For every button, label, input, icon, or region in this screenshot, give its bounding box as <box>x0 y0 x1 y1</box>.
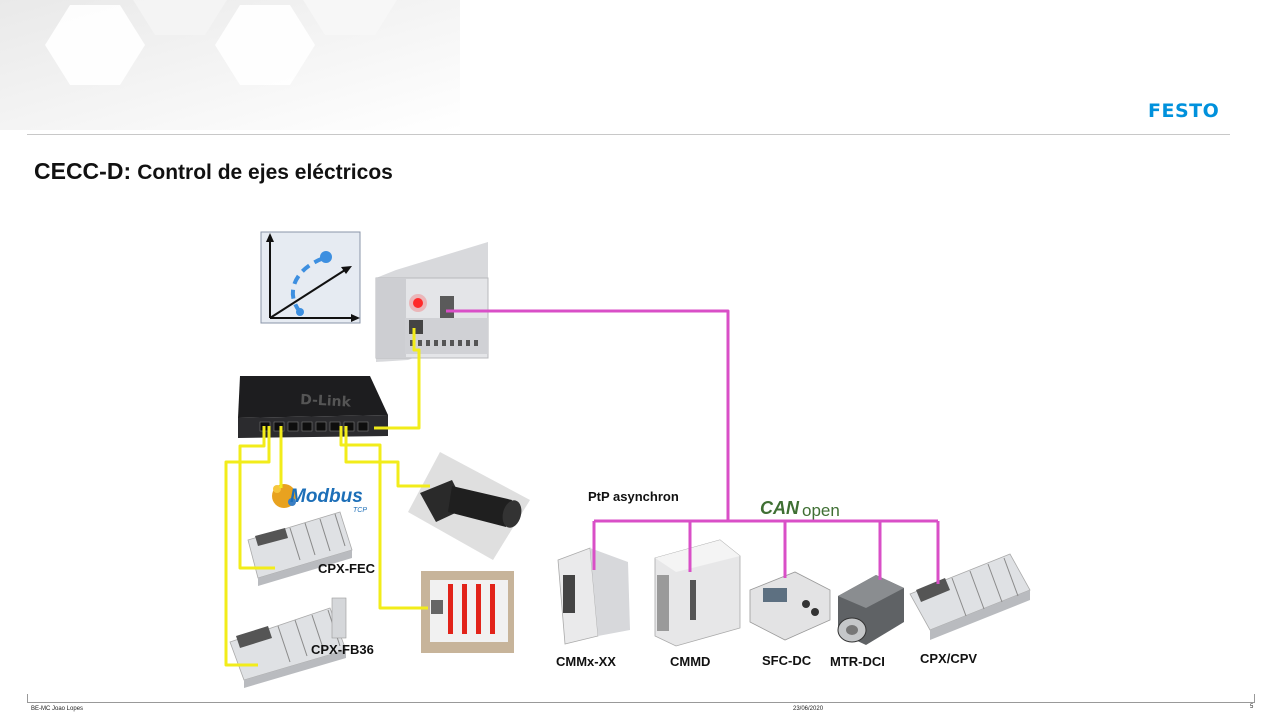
canbus-cables <box>446 309 940 584</box>
switch-brand: D-Link <box>300 392 352 411</box>
mtr-dci-motor <box>837 575 904 645</box>
footer-tick-right <box>1254 694 1255 703</box>
ethernet-line-fec <box>238 426 275 570</box>
hexagon-background <box>0 0 460 130</box>
camera <box>408 452 530 560</box>
title-text: Control de ejes eléctricos <box>137 161 393 184</box>
label-mtr-dci: MTR-DCI <box>830 654 885 669</box>
cpx-fec-terminal <box>247 511 353 586</box>
io-module <box>421 571 514 653</box>
motion-graph-icon <box>260 231 361 324</box>
ptp-label: PtP asynchron <box>588 489 679 504</box>
canopen-open-text: open <box>802 501 840 520</box>
cecc-d-controller <box>375 242 489 362</box>
footer-page-number: 5 <box>1250 704 1254 710</box>
cpx-fb36-terminal <box>229 597 347 688</box>
ethernet-line-camera <box>344 426 430 488</box>
label-sfc-dc: SFC-DC <box>762 653 812 668</box>
title-model: CECC-D: <box>34 158 132 184</box>
canbus-line-controller <box>446 309 730 521</box>
cmmd-drive <box>654 539 741 647</box>
ethernet-line-io <box>339 426 428 610</box>
label-cpx-cpv: CPX/CPV <box>920 651 978 666</box>
label-cmmd: CMMD <box>670 654 711 669</box>
canopen-can-text: CAN <box>760 498 800 518</box>
ethernet-line-fb36 <box>224 426 271 667</box>
modbus-tcp-logo: Modbus TCP <box>272 484 367 514</box>
modbus-text: Modbus <box>290 486 363 507</box>
modbus-tcp-text: TCP <box>353 507 367 514</box>
cmmx-drive <box>557 547 630 645</box>
footer-date: 23/06/2020 <box>793 706 824 712</box>
festo-logo: FESTO <box>1148 100 1220 122</box>
label-cpx-fb36: CPX-FB36 <box>311 642 374 657</box>
ethernet-cables <box>224 328 430 667</box>
footer-author: BE-MC Joao Lopes <box>31 706 84 712</box>
label-cpx-fec: CPX-FEC <box>318 561 376 576</box>
cpx-cpv-terminal <box>909 553 1031 640</box>
footer-divider <box>27 702 1255 703</box>
sfc-dc-controller <box>749 571 831 641</box>
label-cmmx: CMMx-XX <box>556 654 616 669</box>
canopen-logo: CAN open <box>760 498 840 520</box>
header-divider <box>27 134 1230 135</box>
footer-tick-left <box>27 694 28 703</box>
ethernet-switch: D-Link <box>238 376 388 438</box>
ethernet-line-controller <box>374 328 421 430</box>
page-title: CECC-D: Control de ejes eléctricos <box>34 158 393 185</box>
